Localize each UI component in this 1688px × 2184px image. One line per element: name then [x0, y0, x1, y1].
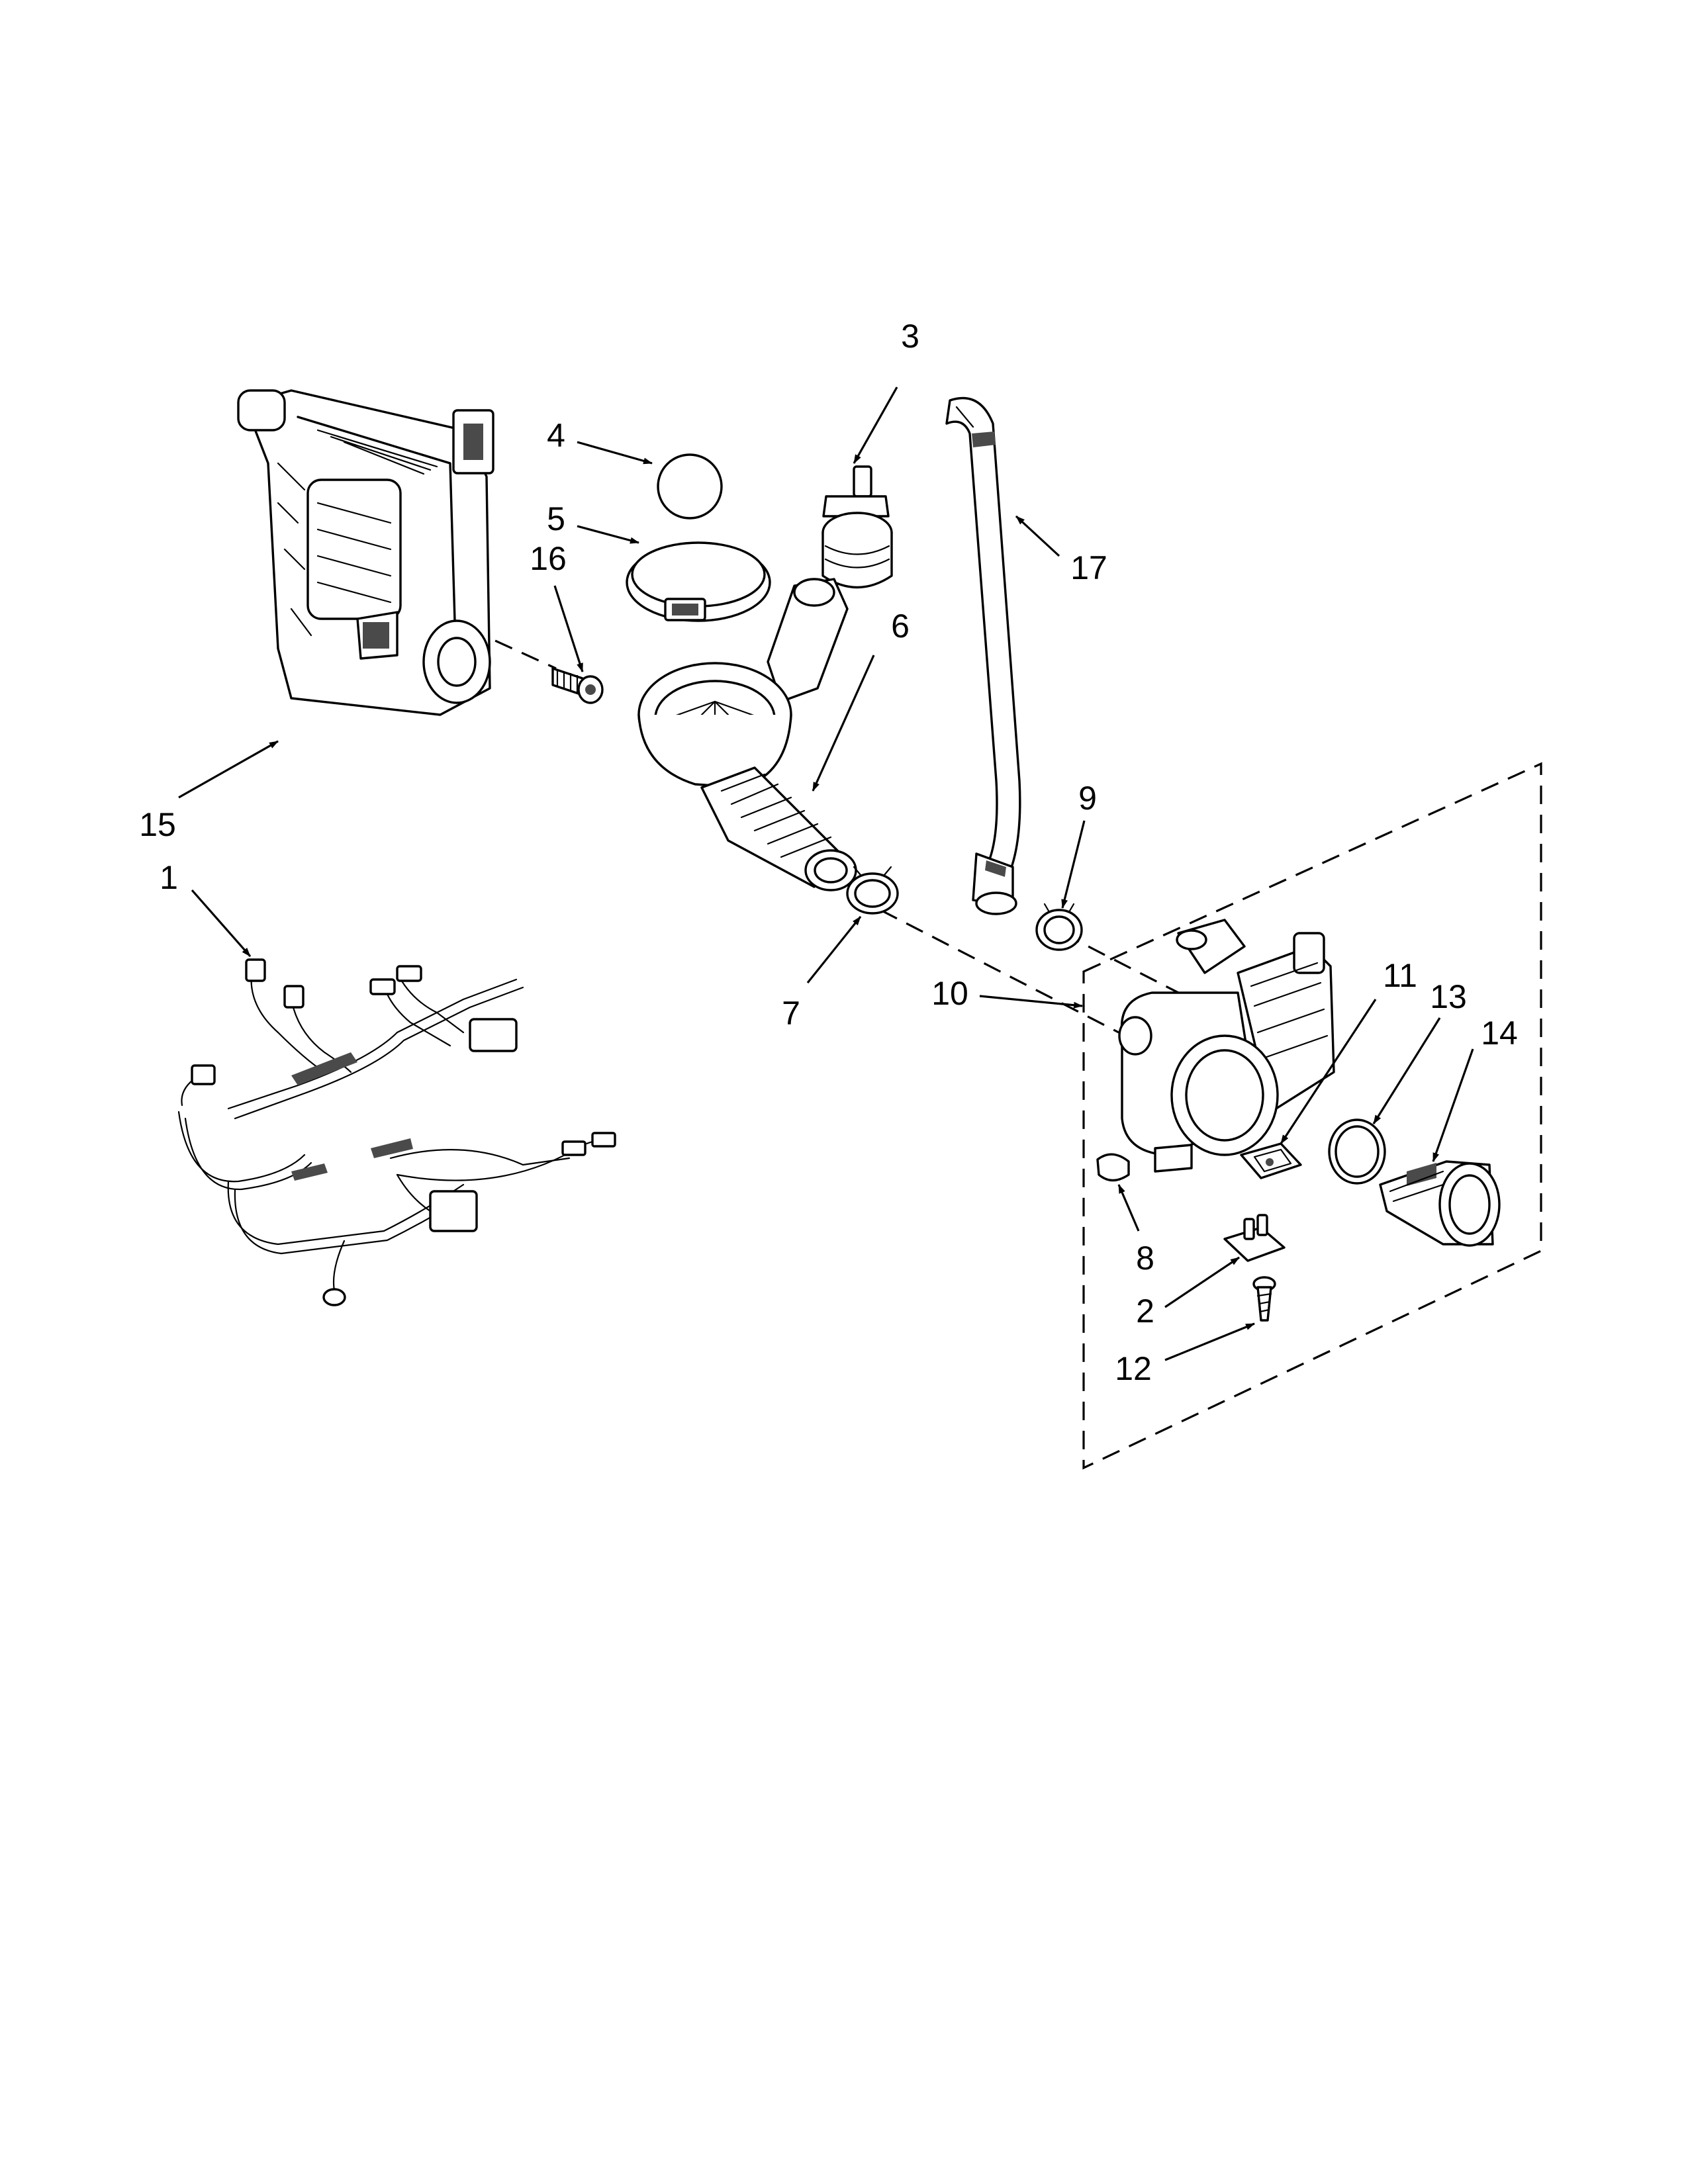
- pump-gasket-part: [1240, 1142, 1302, 1179]
- callout-2: 2: [1136, 1293, 1154, 1330]
- drain-pump-part: [1118, 919, 1335, 1173]
- callout-1: 1: [160, 859, 178, 896]
- callout-8: 8: [1136, 1240, 1154, 1277]
- leader-17: [1015, 515, 1060, 557]
- callout-13: 13: [1430, 978, 1467, 1015]
- callout-6: 6: [891, 608, 910, 645]
- callout-3: 3: [901, 318, 919, 355]
- pump-assembly-group-outline: [1082, 762, 1542, 1470]
- callout-15: 15: [139, 806, 176, 843]
- pump-clip-part: [1096, 1153, 1130, 1182]
- leader-14: [1432, 1048, 1474, 1162]
- leader-12: [1164, 1322, 1255, 1361]
- check-ball-part: [657, 453, 723, 520]
- leader-2: [1164, 1256, 1240, 1308]
- pump-filter-part: [1379, 1160, 1501, 1247]
- leader-15: [178, 740, 279, 799]
- ring-clamp-part: [846, 866, 899, 915]
- motor-bolt-part: [551, 667, 604, 704]
- callout-4: 4: [547, 417, 565, 454]
- hose-to-pump-alignment-line: [1062, 932, 1186, 997]
- callout-14: 14: [1481, 1015, 1518, 1052]
- leader-7: [806, 916, 862, 983]
- sump-to-pump-alignment-line: [880, 909, 1119, 1034]
- callout-17: 17: [1070, 549, 1107, 586]
- leader-11: [1280, 999, 1377, 1144]
- drain-hose-part: [945, 396, 1021, 915]
- leader-16: [553, 585, 584, 672]
- callout-5: 5: [547, 500, 565, 537]
- callout-9: 9: [1078, 780, 1097, 817]
- wire-harness-part: [177, 958, 616, 1306]
- o-ring-part: [1328, 1118, 1386, 1185]
- hose-clamp-part: [626, 541, 771, 622]
- leader-8: [1117, 1184, 1140, 1232]
- leader-6: [812, 655, 875, 792]
- drive-motor-part: [237, 389, 494, 716]
- leader-9: [1061, 820, 1086, 909]
- air-dome-part: [821, 465, 893, 589]
- leader-5: [577, 525, 639, 544]
- pump-screw-part: [1252, 1276, 1276, 1322]
- leader-13: [1372, 1017, 1441, 1124]
- leader-1: [191, 889, 252, 958]
- callout-7: 7: [782, 995, 800, 1032]
- callout-11: 11: [1383, 957, 1417, 994]
- leader-4: [577, 441, 653, 465]
- callout-12: 12: [1115, 1350, 1152, 1387]
- pump-bracket-part: [1223, 1214, 1286, 1262]
- drain-hose-clamp-part: [1035, 903, 1083, 951]
- leader-3: [853, 387, 898, 464]
- bellows-hose-part: [700, 766, 857, 891]
- callout-10: 10: [931, 975, 968, 1012]
- callout-16: 16: [530, 540, 567, 577]
- leader-10: [979, 995, 1083, 1009]
